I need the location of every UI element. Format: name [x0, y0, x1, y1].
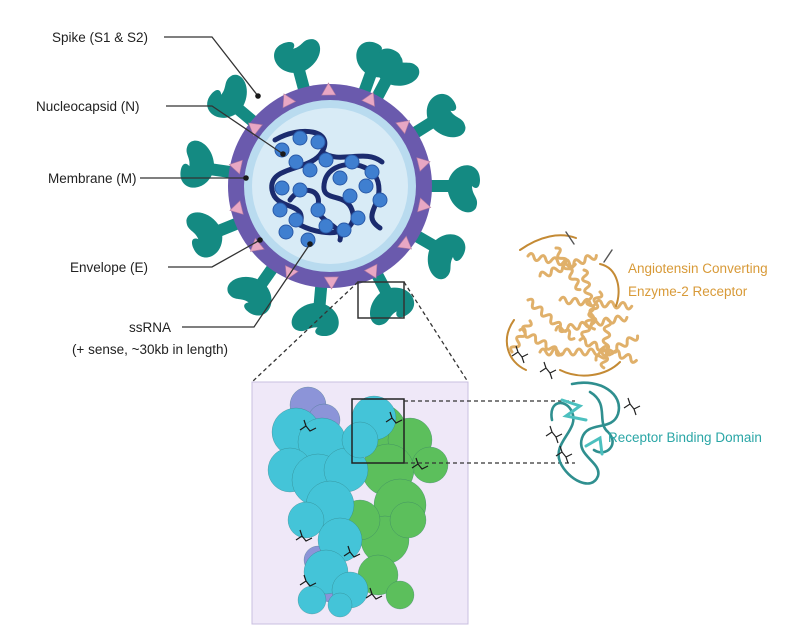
nucleocapsid-icon [342, 188, 358, 204]
nucleocapsid-icon [344, 154, 360, 170]
envelope-icon [228, 159, 243, 175]
ace2-rbd-complex [505, 231, 641, 485]
envelope-icon [363, 263, 378, 279]
envelope-icon [397, 235, 412, 250]
nucleocapsid-icon [332, 170, 348, 186]
rbd-dashed-lines [404, 400, 575, 464]
nucleocapsid-icon [310, 134, 326, 150]
spike-icon [180, 140, 236, 188]
spike-protein-panel [251, 381, 469, 625]
rbd-zoom-box [351, 398, 405, 464]
spike-icon [291, 281, 339, 336]
ace2-label-line1: Angiotensin Converting [628, 261, 768, 276]
leader-lines [140, 36, 311, 328]
nucleocapsid-icon [310, 202, 326, 218]
glycan-sticks [511, 345, 641, 464]
envelope-label: Envelope (E) [70, 260, 148, 275]
envelope-icon [417, 197, 432, 213]
nucleocapsid-icon [358, 178, 374, 194]
rbd-label: Receptor Binding Domain [608, 430, 762, 445]
nucleocapsid-icon [288, 212, 304, 228]
envelope-icon [282, 93, 297, 109]
spike-icon [274, 39, 321, 95]
nucleocapsid-proteins [272, 130, 388, 248]
nucleocapsid-icon [372, 192, 388, 208]
nucleocapsid-icon [292, 130, 308, 146]
envelope-icon [323, 276, 339, 290]
envelope-proteins [228, 82, 432, 290]
envelope-icon [229, 200, 244, 215]
nucleocapsid-icon [272, 202, 288, 218]
envelope-icon [249, 237, 265, 252]
envelope-icon [248, 122, 263, 137]
rbd-ribbon [550, 381, 621, 485]
nucleocapsid-icon [302, 162, 318, 178]
ace2-label-line2: Enzyme-2 Receptor [628, 284, 748, 299]
virion-illustration [180, 39, 480, 336]
nucleocapsid-icon [292, 182, 308, 198]
zoom-dashed-lines [251, 281, 469, 383]
spike-proteins [180, 39, 480, 336]
spike-label: Spike (S1 & S2) [52, 30, 148, 45]
nucleocapsid-label: Nucleocapsid (N) [36, 99, 140, 114]
spike-zoom-box [357, 281, 405, 319]
envelope-icon [416, 157, 431, 172]
envelope-icon [395, 120, 411, 135]
ssrna-label: ssRNA [129, 320, 171, 335]
leader-dots [243, 93, 313, 247]
ssrna-detail-label: (+ sense, ~30kb in length) [72, 342, 228, 357]
nucleocapsid-icon [274, 180, 290, 196]
nucleocapsid-icon [318, 218, 334, 234]
ace2-receptor-ribbon [505, 231, 640, 377]
spike-trimer-structure [267, 386, 449, 618]
envelope-icon [321, 82, 337, 96]
nucleocapsid-icon [318, 152, 334, 168]
membrane-label: Membrane (M) [48, 171, 137, 186]
nucleocapsid-icon [278, 224, 294, 240]
envelope-icon [361, 92, 375, 107]
spike-icon [426, 165, 480, 213]
nucleocapsid-icon [350, 210, 366, 226]
nucleocapsid-icon [336, 222, 352, 238]
nucleocapsid-icon [288, 154, 304, 170]
nucleocapsid-icon [364, 164, 380, 180]
